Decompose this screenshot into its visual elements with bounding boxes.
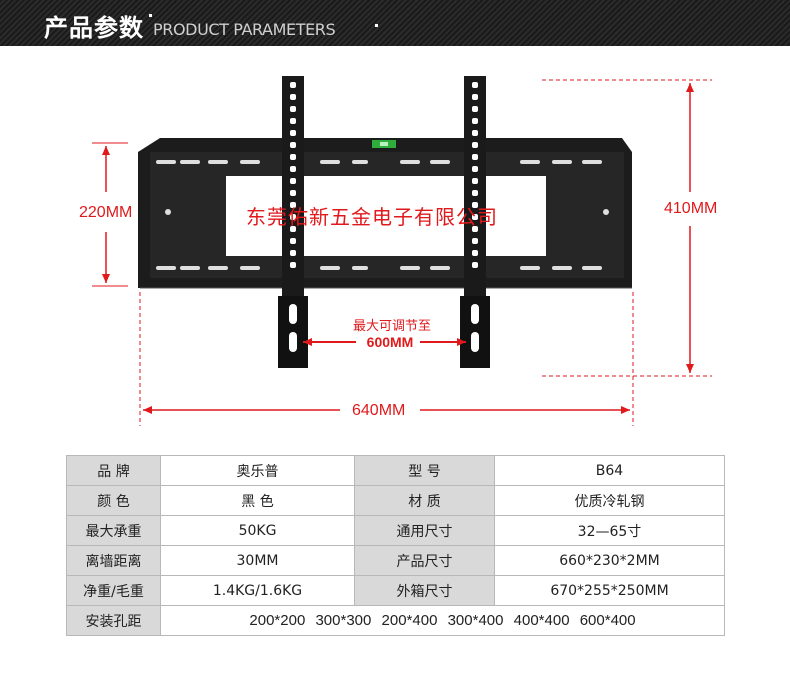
spec-value: 黑 色 bbox=[160, 485, 355, 516]
section-title: 产品参数 bbox=[44, 14, 144, 42]
dimension-label-width: 640MM bbox=[352, 402, 406, 419]
adjust-span-value: 600MM bbox=[366, 334, 414, 350]
spec-label: 材 质 bbox=[354, 485, 495, 516]
wall-plate bbox=[138, 138, 632, 289]
spec-label: 品 牌 bbox=[66, 455, 161, 486]
spec-label: 离墙距离 bbox=[66, 545, 161, 576]
header-dot-decoration bbox=[149, 14, 152, 17]
section-header: 产品参数 PRODUCT PARAMETERS bbox=[0, 0, 790, 46]
table-row: 品 牌 奥乐普 型 号 B64 bbox=[66, 455, 725, 486]
spec-value: 优质冷轧钢 bbox=[494, 485, 725, 516]
spec-value: 670*255*250MM bbox=[494, 575, 725, 606]
dimension-label-height-right: 410MM bbox=[664, 200, 718, 217]
spec-label: 外箱尺寸 bbox=[354, 575, 495, 606]
dimension-height-right bbox=[542, 79, 712, 377]
spec-label: 通用尺寸 bbox=[354, 515, 495, 546]
spec-value: B64 bbox=[494, 455, 725, 486]
spec-value: 1.4KG/1.6KG bbox=[160, 575, 355, 606]
vertical-arm-left bbox=[278, 76, 308, 368]
dimension-height-left bbox=[92, 142, 128, 287]
spec-value: 30MM bbox=[160, 545, 355, 576]
spec-label: 最大承重 bbox=[66, 515, 161, 546]
spec-label: 颜 色 bbox=[66, 485, 161, 516]
table-row: 净重/毛重 1.4KG/1.6KG 外箱尺寸 670*255*250MM bbox=[66, 575, 725, 606]
table-row: 离墙距离 30MM 产品尺寸 660*230*2MM bbox=[66, 545, 725, 576]
section-subtitle: PRODUCT PARAMETERS bbox=[153, 20, 336, 39]
dimension-label-height-left: 220MM bbox=[79, 204, 133, 221]
spec-value-hole-spacing: 200*200 300*300 200*400 300*400 400*400 … bbox=[160, 605, 725, 636]
spec-label: 产品尺寸 bbox=[354, 545, 495, 576]
vertical-arm-right bbox=[460, 76, 490, 368]
table-row: 最大承重 50KG 通用尺寸 32—65寸 bbox=[66, 515, 725, 546]
spec-label: 型 号 bbox=[354, 455, 495, 486]
spec-value: 660*230*2MM bbox=[494, 545, 725, 576]
spec-value: 50KG bbox=[160, 515, 355, 546]
dimension-width bbox=[139, 292, 634, 426]
spec-value: 奥乐普 bbox=[160, 455, 355, 486]
spec-table: 品 牌 奥乐普 型 号 B64 颜 色 黑 色 材 质 优质冷轧钢 最大承重 5… bbox=[66, 455, 725, 636]
header-dot-decoration bbox=[375, 24, 378, 27]
spec-label-hole-spacing: 安装孔距 bbox=[66, 605, 161, 636]
product-figure bbox=[92, 76, 712, 426]
table-row: 颜 色 黑 色 材 质 优质冷轧钢 bbox=[66, 485, 725, 516]
spec-value: 32—65寸 bbox=[494, 515, 725, 546]
table-row: 安装孔距 200*200 300*300 200*400 300*400 400… bbox=[66, 605, 725, 636]
adjust-span-caption: 最大可调节至 bbox=[352, 319, 431, 334]
spec-label: 净重/毛重 bbox=[66, 575, 161, 606]
company-watermark: 东莞佑新五金电子有限公司 bbox=[246, 205, 498, 229]
